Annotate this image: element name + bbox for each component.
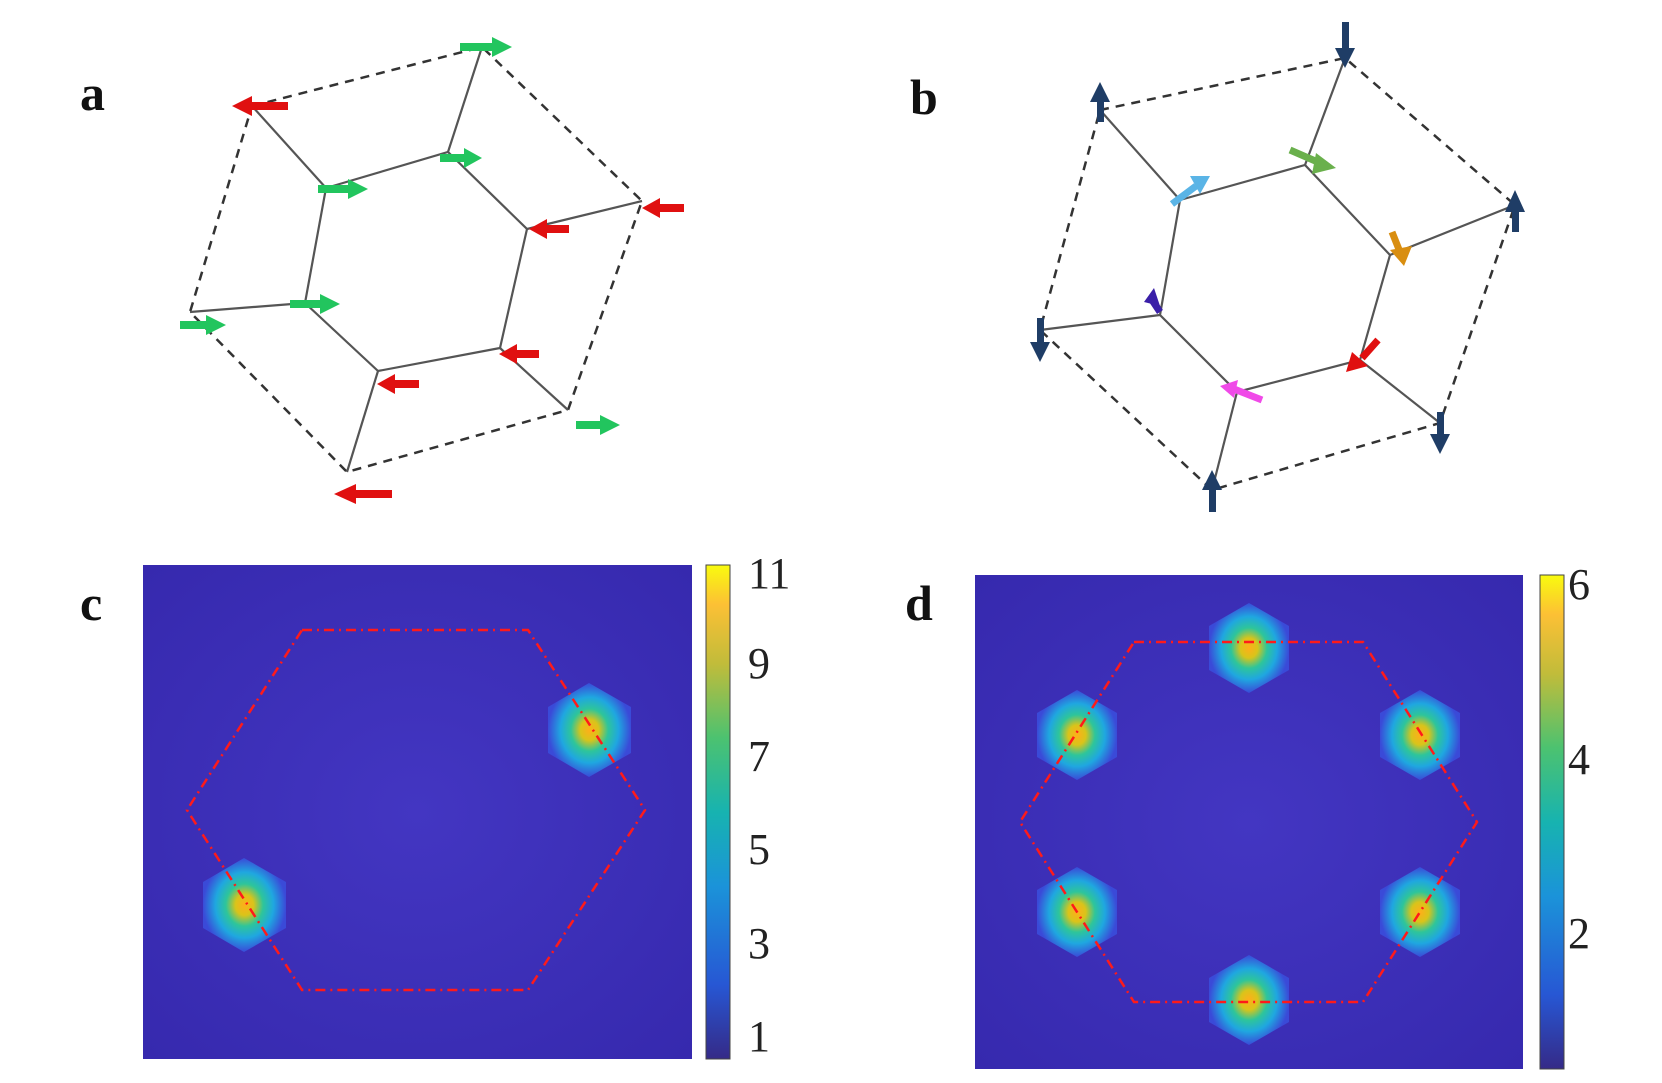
- hotspot: [1209, 955, 1289, 1045]
- unit-cell-boundary-a: [188, 45, 644, 474]
- hotspot: [548, 683, 631, 777]
- spin-arrow: [334, 484, 392, 504]
- inner-hexagon-a: [303, 150, 529, 373]
- spins-a: [180, 37, 684, 504]
- hotspot: [1380, 867, 1460, 957]
- hotspot: [1209, 603, 1289, 693]
- panel-label-a: a: [80, 65, 105, 121]
- cbar-c-tick-9: 9: [748, 639, 770, 688]
- spin-arrow: [1169, 176, 1210, 207]
- brillouin-zone-c: [185, 628, 647, 992]
- spin-arrow: [1346, 337, 1381, 372]
- hotspot: [1380, 690, 1460, 780]
- spin-arrow: [440, 148, 482, 168]
- panel-label-d: d: [905, 575, 933, 631]
- panel-label-b: b: [910, 69, 938, 125]
- spin-arrow: [499, 344, 539, 364]
- hotspots-c: [203, 683, 631, 952]
- spin-arrow: [1430, 412, 1450, 454]
- panel-label-c: c: [80, 575, 103, 631]
- spin-arrow: [642, 198, 684, 218]
- cbar-d-tick-2: 2: [1568, 909, 1590, 958]
- heatmap-c-background: [143, 565, 692, 1059]
- spin-arrow: [318, 179, 368, 199]
- panel-b-lattice: [1030, 22, 1525, 512]
- spin-arrow: [1144, 288, 1163, 314]
- hotspot: [203, 858, 286, 952]
- cbar-c-tick-5: 5: [748, 825, 770, 874]
- spin-arrow: [576, 415, 620, 435]
- cbar-c-tick-11: 11: [748, 549, 791, 598]
- colorbar-d: [1539, 574, 1565, 1070]
- spin-arrow: [232, 96, 288, 116]
- panel-a-lattice: [180, 37, 684, 504]
- spin-arrow: [1505, 190, 1525, 232]
- spin-arrow: [1388, 230, 1412, 266]
- brillouin-zone-d: [1018, 640, 1479, 1004]
- bonds-a: [189, 46, 643, 473]
- hotspot: [1037, 690, 1117, 780]
- cbar-d-tick-6: 6: [1568, 560, 1590, 609]
- cbar-d-tick-4: 4: [1568, 735, 1590, 784]
- cbar-c-tick-1: 1: [748, 1012, 770, 1061]
- hotspots-d: [1037, 603, 1460, 1045]
- cbar-c-tick-3: 3: [748, 919, 770, 968]
- panel-c-heatmap: [143, 564, 731, 1060]
- spins-b: [1030, 22, 1525, 512]
- spin-arrow: [460, 37, 512, 57]
- spin-arrow: [529, 219, 569, 239]
- colorbar-c: [705, 564, 731, 1060]
- spin-arrow: [290, 294, 340, 314]
- cbar-c-tick-7: 7: [748, 732, 770, 781]
- spin-arrow: [1335, 22, 1355, 68]
- spin-arrow: [1030, 318, 1050, 362]
- spin-arrow: [377, 374, 419, 394]
- spin-arrow: [1202, 470, 1222, 512]
- spin-arrow: [1220, 380, 1264, 404]
- spin-arrow: [180, 315, 226, 335]
- panel-d-heatmap: [975, 574, 1565, 1070]
- spin-arrow: [1090, 82, 1110, 122]
- spin-arrow: [1288, 146, 1336, 174]
